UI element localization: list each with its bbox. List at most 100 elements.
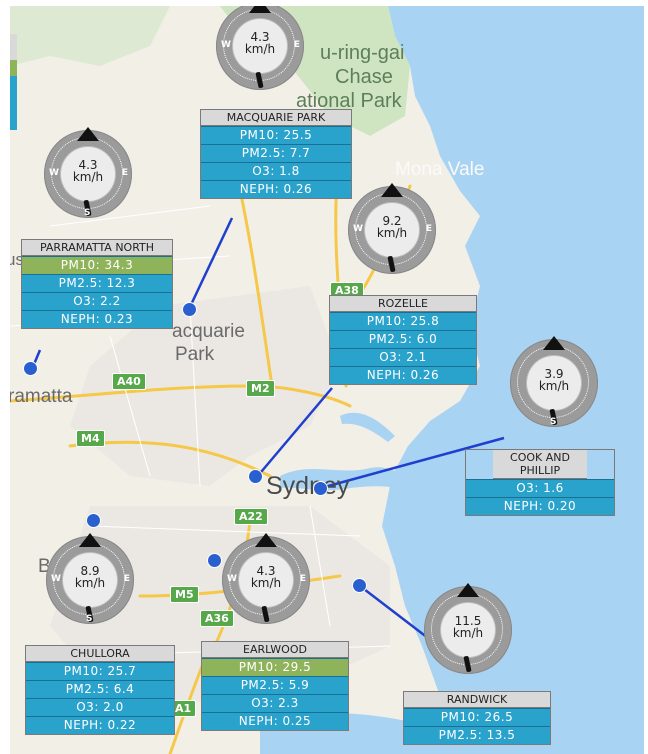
wind-dial <box>233 19 287 73</box>
reading-o3: O3: 1.6 <box>466 479 614 497</box>
wind-direction-arrow-icon <box>543 336 565 350</box>
wind-speed-value: 9.2 <box>382 214 402 228</box>
road-shield-a22: A22 <box>234 508 268 525</box>
reading-pm10: PM10: 25.5 <box>201 126 351 144</box>
station-card-rozelle[interactable]: ROZELLE PM10: 25.8 PM2.5: 6.0 O3: 2.1 NE… <box>330 296 476 384</box>
reading-pm10: PM10: 34.3 <box>22 256 172 274</box>
reading-neph: NEPH: 0.25 <box>202 712 348 730</box>
wind-direction-arrow-icon <box>77 127 99 141</box>
wind-speed-unit: km/h <box>452 626 484 640</box>
wind-speed-value: 8.9 <box>80 564 100 578</box>
reading-neph: NEPH: 0.23 <box>22 310 172 328</box>
reading-pm25: PM2.5: 7.7 <box>201 144 351 162</box>
wind-speed-value: 3.9 <box>544 367 564 381</box>
road-shield-a38: A38 <box>330 282 364 299</box>
wind-direction-arrow-icon <box>79 533 101 547</box>
reading-o3: O3: 1.8 <box>201 162 351 180</box>
wind-speed-unit: km/h <box>244 42 276 56</box>
place-label-edge: us <box>10 250 24 269</box>
wind-dial <box>365 203 419 257</box>
road-shield-m4: M4 <box>76 430 105 447</box>
reading-neph: NEPH: 0.26 <box>330 366 476 384</box>
place-label-national-park: ational Park <box>296 90 402 112</box>
place-label-sydney: Sydney <box>266 472 350 500</box>
reading-pm10: PM10: 29.5 <box>202 658 348 676</box>
middle-harbour <box>340 412 395 442</box>
station-name: CHULLORA <box>26 646 174 662</box>
reading-o3: O3: 2.1 <box>330 348 476 366</box>
station-marker-rozelle[interactable] <box>249 470 262 483</box>
wind-dial <box>63 553 117 607</box>
station-marker-parramatta-north[interactable] <box>24 362 37 375</box>
station-card-earlwood[interactable]: EARLWOOD PM10: 29.5 PM2.5: 5.9 O3: 2.3 N… <box>202 642 348 730</box>
compass-e: E <box>293 40 300 50</box>
station-card-cook-and-phillip[interactable]: COOK AND PHILLIP O3: 1.6 NEPH: 0.20 <box>466 450 614 515</box>
station-marker-chullora[interactable] <box>87 514 100 527</box>
station-name: PARRAMATTA NORTH <box>22 240 172 256</box>
wind-speed-value: 4.3 <box>256 564 276 578</box>
road-shield-m5: M5 <box>170 586 199 603</box>
wind-direction-arrow-icon <box>457 583 479 597</box>
station-name: ROZELLE <box>330 296 476 312</box>
compass-w: W <box>227 574 237 584</box>
reading-o3: O3: 2.3 <box>202 694 348 712</box>
station-name: COOK AND PHILLIP <box>493 450 587 479</box>
offscreen-panel-edge-top-blue <box>10 76 17 130</box>
reading-o3: O3: 2.0 <box>26 698 174 716</box>
compass-w: W <box>353 224 363 234</box>
wind-dial <box>527 356 581 410</box>
station-marker-earlwood[interactable] <box>208 554 221 567</box>
station-marker-cook-and-phillip[interactable] <box>314 482 327 495</box>
station-marker-randwick[interactable] <box>353 579 366 592</box>
offscreen-panel-edge-top-green <box>10 60 17 76</box>
road-shield-m2: M2 <box>246 380 275 397</box>
wind-speed-unit: km/h <box>72 170 104 184</box>
reading-neph: NEPH: 0.20 <box>466 497 614 515</box>
wind-dial <box>61 147 115 201</box>
reading-pm10: PM10: 25.7 <box>26 662 174 680</box>
compass-e: E <box>425 224 432 234</box>
wind-speed-unit: km/h <box>538 379 570 393</box>
station-card-randwick[interactable]: RANDWICK PM10: 26.5 PM2.5: 13.5 <box>404 692 550 744</box>
compass-s: S <box>86 614 93 624</box>
place-label-parramatta: ramatta <box>10 386 73 407</box>
bushland-nw <box>10 6 170 66</box>
compass-e: E <box>123 574 130 584</box>
place-label-macquarie-2: Park <box>175 344 215 365</box>
reading-pm25: PM2.5: 6.0 <box>330 330 476 348</box>
place-label-mona-vale: Mona Vale <box>395 159 485 180</box>
station-card-parramatta-north[interactable]: PARRAMATTA NORTH PM10: 34.3 PM2.5: 12.3 … <box>22 240 172 328</box>
compass-w: W <box>49 168 59 178</box>
reading-pm25: PM2.5: 6.4 <box>26 680 174 698</box>
station-marker-macquarie-park[interactable] <box>183 303 196 316</box>
station-card-chullora[interactable]: CHULLORA PM10: 25.7 PM2.5: 6.4 O3: 2.0 N… <box>26 646 174 734</box>
map-canvas[interactable]: u-ring-gai Chase ational Park Mona Vale … <box>10 6 644 754</box>
reading-pm25: PM2.5: 5.9 <box>202 676 348 694</box>
wind-dial <box>441 603 495 657</box>
wind-speed-value: 11.5 <box>454 614 482 628</box>
wind-dial <box>239 553 293 607</box>
station-card-macquarie-park[interactable]: MACQUARIE PARK PM10: 25.5 PM2.5: 7.7 O3:… <box>201 110 351 198</box>
station-name: EARLWOOD <box>202 642 348 658</box>
compass-e: E <box>121 168 128 178</box>
reading-o3: O3: 2.2 <box>22 292 172 310</box>
place-label-kuringgai: u-ring-gai <box>320 42 405 64</box>
wind-speed-value: 4.3 <box>250 30 270 44</box>
road-shield-a40: A40 <box>112 373 146 390</box>
wind-direction-arrow-icon <box>255 533 277 547</box>
compass-s: S <box>84 208 91 218</box>
reading-pm10: PM10: 26.5 <box>404 708 550 726</box>
compass-w: W <box>221 40 231 50</box>
compass-s: S <box>550 417 557 427</box>
road-shield-a1: A1 <box>170 700 197 717</box>
